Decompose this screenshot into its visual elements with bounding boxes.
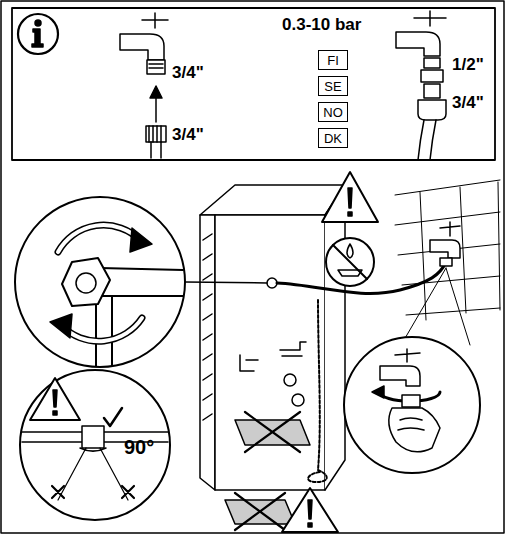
- country-code: SE: [324, 80, 341, 93]
- detail-hand: [344, 337, 480, 473]
- angle-label: 90°: [124, 437, 154, 457]
- thread-size: 3/4": [452, 94, 484, 111]
- tap-adapter: [396, 11, 446, 160]
- tap: [120, 13, 168, 74]
- country-box: DK: [318, 128, 348, 148]
- hose-nut: [146, 126, 166, 158]
- info-panel: [12, 8, 495, 160]
- country-box: SE: [318, 76, 348, 96]
- drain-hose: [308, 300, 327, 482]
- country-code: NO: [323, 106, 343, 119]
- detail-tighten: [15, 197, 267, 367]
- country-code: FI: [327, 54, 339, 67]
- detail-bend: [20, 370, 170, 520]
- thread-size: 1/2": [452, 56, 484, 73]
- thread-size: 3/4": [172, 126, 204, 143]
- pressure-label: 0.3-10 bar: [282, 16, 361, 33]
- wall-tiles: [395, 180, 500, 320]
- thread-size: 3/4": [172, 64, 204, 81]
- country-box: NO: [318, 102, 348, 122]
- leader-line: [404, 268, 470, 345]
- wall-tap: [430, 222, 460, 266]
- washing-machine: [200, 185, 345, 490]
- arrow-up: [150, 86, 162, 122]
- country-code: DK: [324, 132, 342, 145]
- warning-triangle: [282, 172, 378, 532]
- info-icon: [18, 14, 58, 54]
- no-water-sign: [326, 238, 374, 286]
- country-box: FI: [318, 50, 348, 70]
